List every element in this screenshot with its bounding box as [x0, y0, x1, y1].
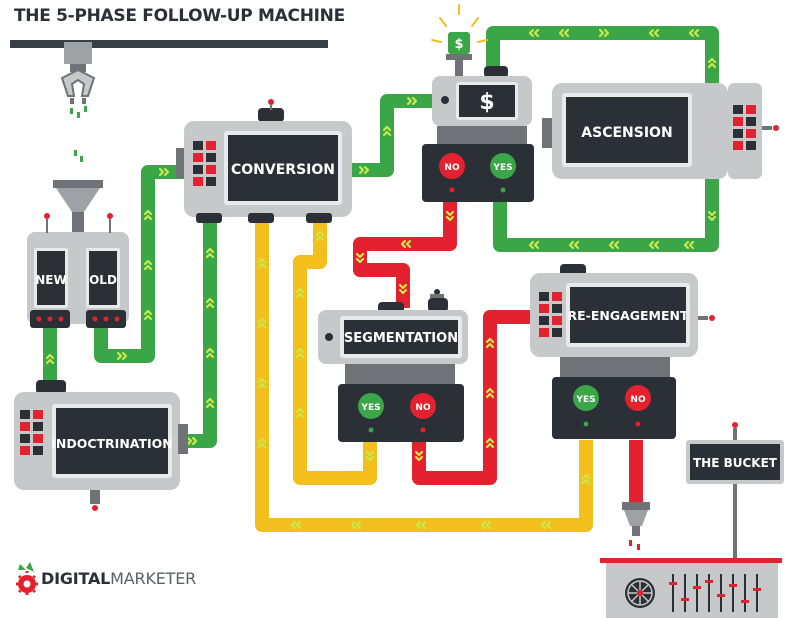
logo-light-text: MARKETER	[110, 569, 197, 588]
pipe-yellow-conversion-loop	[255, 215, 593, 532]
segmentation-machine: SEGMENTATION YES NO	[318, 289, 468, 442]
offer-no-button: NO	[444, 163, 460, 173]
segmentation-no-button: NO	[415, 403, 431, 413]
ascension-keypad	[728, 83, 762, 179]
claw-and-funnel	[53, 42, 103, 234]
logo-wordmark: DIGITALMARKETER	[41, 569, 196, 588]
pipe-indoctrination-to-conversion	[180, 212, 217, 448]
offer-yes-button: YES	[492, 163, 512, 173]
indoctrination-keypad	[20, 410, 43, 455]
bucket-area: THE BUCKET	[600, 422, 784, 618]
arrows-up	[45, 57, 717, 485]
pipe-yellow-segmentation-yes	[293, 215, 377, 485]
fan-icon	[625, 578, 655, 608]
gear-logo-icon	[16, 562, 38, 595]
reengagement-machine: RE-ENGAGEMENT YES NO	[530, 264, 715, 439]
ascension-machine: ASCENSION	[542, 83, 779, 179]
flow-arrows	[45, 28, 717, 530]
old-label: OLD	[89, 273, 117, 287]
title-underline	[10, 40, 328, 48]
reengagement-no-button: NO	[630, 395, 646, 405]
dollar-screen-symbol: $	[479, 90, 494, 115]
bucket-label: THE BUCKET	[693, 456, 778, 470]
reengagement-keypad	[539, 292, 562, 337]
new-label: NEW	[35, 273, 66, 287]
conversion-label: CONVERSION	[231, 162, 335, 178]
digitalmarketer-logo: DIGITALMARKETER	[14, 562, 196, 598]
arrows-left	[290, 28, 700, 530]
reengagement-yes-button: YES	[575, 395, 595, 405]
segmentation-label: SEGMENTATION	[344, 331, 458, 346]
pipe-red-segmentation-to-reengagement	[412, 310, 532, 485]
conversion-keypad	[193, 141, 216, 186]
indoctrination-machine: INDOCTRINATION	[14, 380, 188, 511]
logo-bold-text: DIGITAL	[41, 569, 111, 588]
segmentation-yes-button: YES	[360, 403, 380, 413]
dollar-light: $	[431, 4, 488, 76]
conversion-machine: CONVERSION	[176, 99, 352, 223]
arrows-right	[116, 28, 610, 446]
reengagement-label: RE-ENGAGEMENT	[567, 308, 689, 323]
bucket-sliders	[669, 574, 761, 612]
page-title: THE 5-PHASE FOLLOW-UP MACHINE	[14, 6, 345, 26]
bucket-sign: THE BUCKET	[686, 422, 784, 563]
new-old-machine: NEW OLD	[27, 213, 129, 328]
indoctrination-label: INDOCTRINATION	[51, 436, 173, 451]
dollar-light-symbol: $	[454, 37, 463, 52]
offer-machine: $ $ NO YES	[422, 4, 534, 202]
ascension-label: ASCENSION	[581, 125, 672, 141]
